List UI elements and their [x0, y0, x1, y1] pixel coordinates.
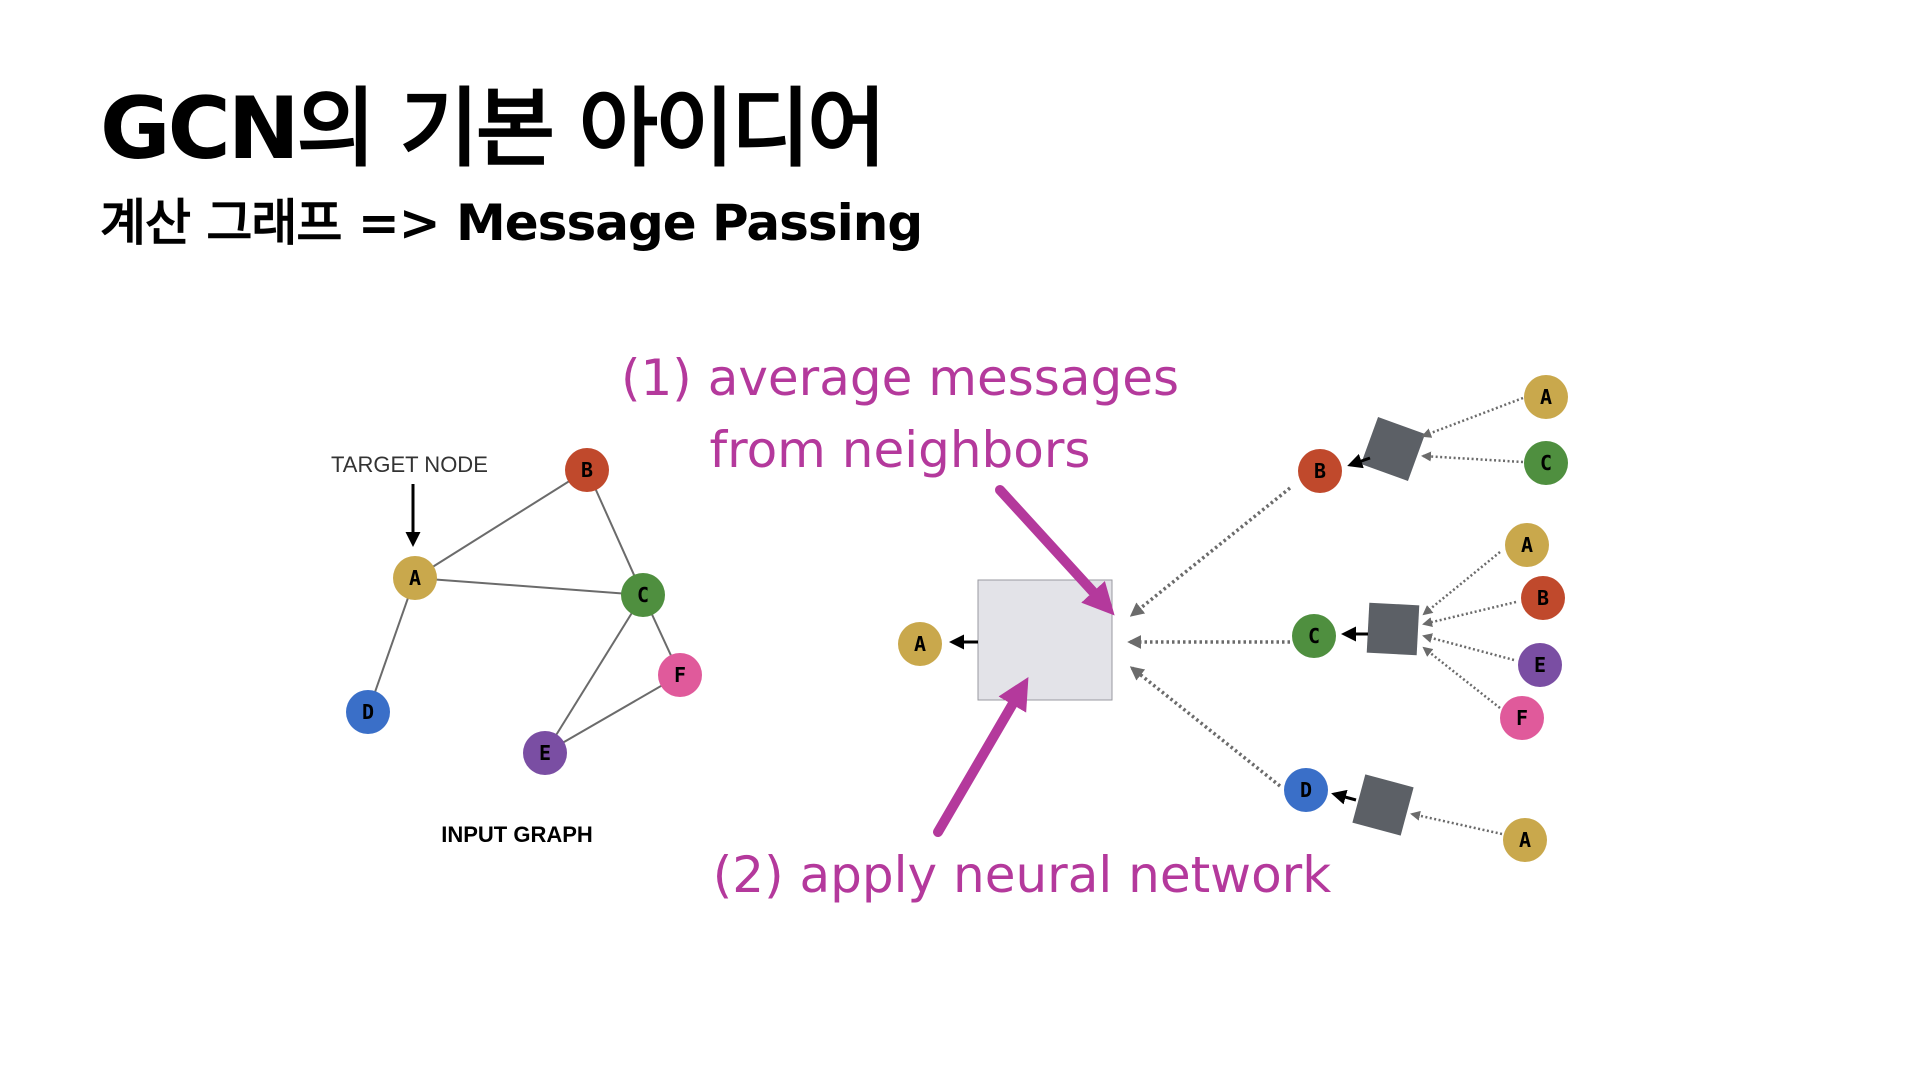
node-c: C [621, 573, 665, 617]
computation-graph: A B A C [898, 375, 1568, 862]
edge-c-e [544, 594, 644, 754]
input-graph: TARGET NODE A B C D E [331, 448, 702, 847]
annotation-step1-line2: from neighbors [710, 421, 1091, 479]
annotations: (1) average messages from neighbors (2) … [621, 349, 1331, 904]
annotation-step1-line1: (1) average messages [621, 349, 1179, 407]
branch-c-nbr-a: A [1521, 533, 1533, 557]
node-b: B [565, 448, 609, 492]
edge-a-c [414, 577, 644, 596]
node-d-label: D [362, 700, 374, 724]
branch-b-in-c [1421, 451, 1524, 464]
message-d-to-a [1129, 666, 1282, 788]
edge-a-b [414, 469, 588, 579]
branch-d-node-label: D [1300, 778, 1312, 802]
slide-subtitle: 계산 그래프 => Message Passing [100, 194, 923, 252]
branch-d-box [1352, 774, 1414, 836]
annotation-step2: (2) apply neural network [713, 846, 1331, 904]
node-f: F [658, 653, 702, 697]
aggregator-box [977, 579, 1113, 701]
node-d: D [346, 690, 390, 734]
branch-b: B A C [1298, 375, 1568, 493]
comp-target-node-a: A [898, 622, 942, 666]
comp-target-label: A [914, 632, 926, 656]
branch-b-nbr-c: C [1540, 451, 1552, 475]
branch-c-in-b [1422, 600, 1517, 628]
branch-b-node-label: B [1314, 459, 1326, 483]
edge-b-c [586, 469, 644, 596]
node-c-label: C [637, 583, 649, 607]
branch-c-in-a [1422, 551, 1501, 616]
branch-c-nbr-b: B [1537, 586, 1549, 610]
branch-d-in-a [1410, 810, 1503, 836]
node-f-label: F [674, 663, 686, 687]
annotation-step2-arrow [933, 676, 1029, 837]
branch-d: D A [1284, 768, 1547, 862]
branch-b-nbr-a: A [1540, 385, 1552, 409]
annotation-step1-arrow [995, 485, 1115, 616]
branch-c-node-label: C [1308, 624, 1320, 648]
node-e-label: E [539, 741, 551, 765]
branch-b-box [1360, 416, 1426, 482]
branch-c-in-f [1422, 646, 1501, 709]
branch-d-nbr-a: A [1519, 828, 1531, 852]
node-a-label: A [409, 566, 421, 590]
branch-d-out-arrow [1331, 789, 1357, 805]
edge-e-f [544, 674, 681, 754]
branch-b-out-arrow [1347, 453, 1371, 469]
slide-title: GCN의 기본 아이디어 [100, 79, 886, 179]
edge-a-d [367, 577, 416, 713]
branch-c: C A B E F [1292, 523, 1565, 740]
branch-c-nbr-f: F [1516, 706, 1528, 730]
input-graph-caption: INPUT GRAPH [441, 822, 593, 847]
branch-c-nbr-e: E [1534, 653, 1546, 677]
message-b-to-a [1129, 486, 1292, 617]
node-a: A [393, 556, 437, 600]
branch-c-box [1366, 602, 1420, 656]
node-b-label: B [581, 458, 593, 482]
node-e: E [523, 731, 567, 775]
target-node-label: TARGET NODE [331, 452, 488, 477]
branch-b-in-a [1421, 396, 1524, 438]
branch-c-in-e [1422, 633, 1515, 662]
